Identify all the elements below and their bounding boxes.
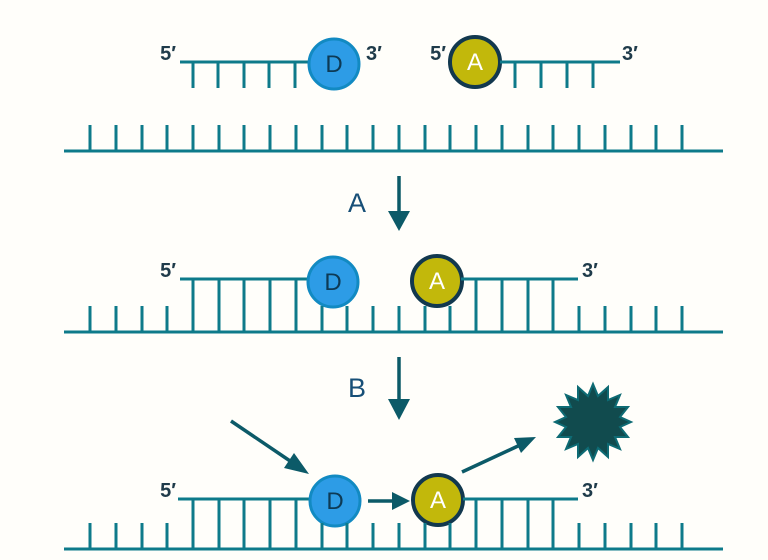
hybridized-five-prime-label: 5′ [160, 260, 176, 282]
acceptor-probe-strand [500, 60, 620, 88]
donor-probe-strand [180, 60, 310, 88]
donor-three-prime-label: 3′ [366, 43, 382, 65]
emission-arrow-shaft [461, 444, 519, 474]
energy-transfer-arrowhead-icon [392, 492, 410, 510]
fret-acceptor-letter: A [430, 487, 446, 514]
hybridized-acceptor-letter: A [429, 268, 445, 295]
step-a-arrowhead-icon [388, 211, 410, 231]
donor-five-prime-label: 5′ [160, 43, 176, 65]
fret-donor-circle [308, 474, 362, 528]
hybridized-three-prime-label: 3′ [582, 260, 598, 282]
step-b-label: B [348, 373, 366, 403]
step-a-label: A [348, 188, 366, 218]
fret-base-pair-rungs-acceptor [474, 499, 555, 549]
template-strand-3 [64, 523, 723, 551]
hybridized-acceptor-circle [410, 254, 464, 308]
excitation-arrow-shaft [230, 419, 297, 467]
acceptor-letter: A [467, 49, 483, 76]
template-strand-1 [64, 125, 723, 153]
step-b: B [348, 357, 410, 420]
hybridized-donor-letter: D [324, 269, 341, 296]
hybridized-row: 5′ D A 3′ [64, 254, 723, 334]
donor-fluorophore-circle [307, 37, 361, 91]
emission-starburst-icon [552, 381, 634, 463]
base-pair-rungs-acceptor [474, 279, 555, 332]
donor-letter: D [325, 51, 342, 78]
fret-row: 5′ D A 3′ [64, 381, 723, 551]
fret-five-prime-label: 5′ [160, 480, 176, 502]
fret-three-prime-label: 3′ [582, 480, 598, 502]
free-probes-row: 5′ D 3′ 5′ A 3′ [160, 35, 638, 91]
emission-arrowhead-icon [514, 437, 536, 453]
step-a: A [348, 176, 410, 231]
fret-donor-letter: D [326, 488, 343, 515]
step-b-arrowhead-icon [388, 399, 410, 420]
excitation-arrowhead-icon [284, 453, 309, 474]
acceptor-three-prime-label: 3′ [622, 43, 638, 65]
acceptor-five-prime-label: 5′ [430, 43, 446, 65]
template-strand-2 [64, 306, 723, 334]
fret-base-pair-rungs-donor [191, 499, 298, 549]
hybridized-donor-circle [306, 255, 360, 309]
base-pair-rungs-donor [191, 279, 298, 332]
